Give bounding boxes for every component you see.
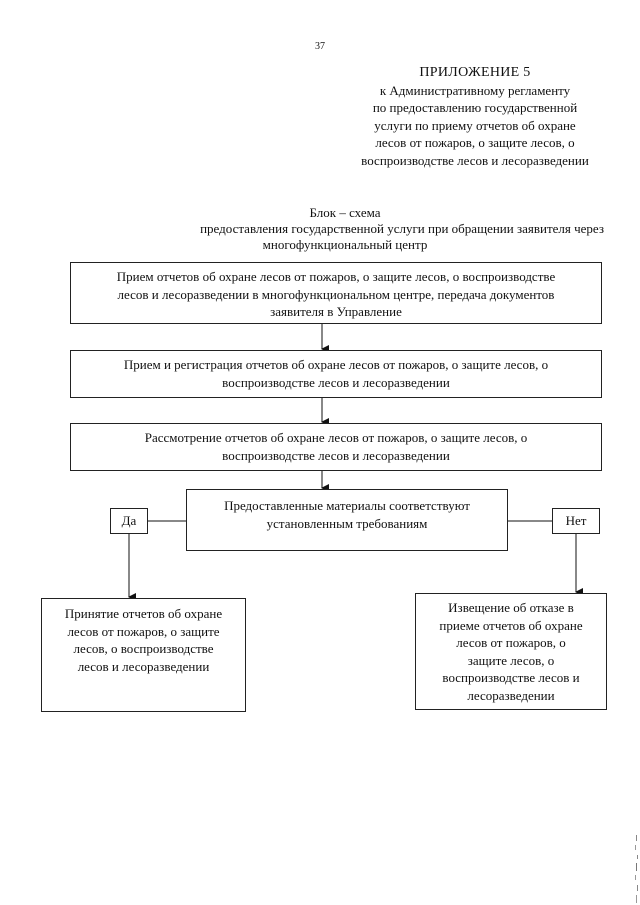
- decision-text-line: установленным требованиям: [266, 515, 428, 531]
- step-text-line: заявителя в Управление: [270, 304, 402, 319]
- step-text-line: Прием отчетов об охране лесов от пожаров…: [116, 269, 556, 284]
- outcome-text-line: лесов и лесоразведении: [77, 658, 210, 674]
- step-text-line: воспроизводстве лесов и лесоразведении: [222, 447, 450, 463]
- scheme-title-line: предоставления государственной услуги пр…: [200, 221, 604, 236]
- step-receive-in-mfc: Прием отчетов об охране лесов от пожаров…: [70, 262, 602, 324]
- outcome-text-line: Извещение об отказе в: [448, 600, 574, 615]
- outcome-text-line: лесов, о воспроизводстве: [73, 641, 214, 656]
- step-text-line: Рассмотрение отчетов об охране лесов от …: [144, 430, 528, 445]
- scheme-title: Блок – схема предоставления государствен…: [80, 205, 610, 253]
- step-text-line: лесов и лесоразведении в многофункционал…: [117, 286, 555, 302]
- scan-edge-mark: [635, 835, 638, 903]
- appendix-line: услуги по приему отчетов об охране: [374, 117, 576, 133]
- outcome-text-line: воспроизводстве лесов и: [442, 670, 580, 685]
- outcome-text-line: лесов от пожаров, о защите: [67, 623, 220, 639]
- outcome-accept: Принятие отчетов об охране лесов от пожа…: [41, 598, 246, 712]
- appendix-line: лесов от пожаров, о защите лесов, о: [375, 135, 575, 150]
- outcome-text-line: лесоразведении: [467, 687, 555, 703]
- outcome-text-line: защите лесов, о: [467, 652, 555, 668]
- step-registration: Прием и регистрация отчетов об охране ле…: [70, 350, 602, 398]
- page-number: 37: [315, 41, 325, 52]
- scheme-title-line: многофункциональный центр: [262, 237, 428, 252]
- decision-text-line: Предоставленные материалы соответствуют: [224, 498, 470, 513]
- step-text-line: Прием и регистрация отчетов об охране ле…: [123, 357, 549, 372]
- decision-box: Предоставленные материалы соответствуют …: [186, 489, 508, 551]
- step-text-line: воспроизводстве лесов и лесоразведении: [222, 374, 450, 390]
- step-review: Рассмотрение отчетов об охране лесов от …: [70, 423, 602, 471]
- appendix-header: ПРИЛОЖЕНИЕ 5 к Административному регламе…: [340, 64, 610, 169]
- decision-yes-label: Да: [110, 508, 148, 534]
- appendix-line: по предоставлению государственной: [372, 100, 578, 115]
- outcome-text-line: Принятие отчетов об охране: [64, 606, 223, 621]
- outcome-text-line: приеме отчетов об охране: [439, 617, 583, 633]
- scheme-title-line: Блок – схема: [309, 205, 381, 220]
- outcome-text-line: лесов от пожаров, о: [456, 635, 566, 650]
- outcome-refusal: Извещение об отказе в приеме отчетов об …: [415, 593, 607, 710]
- appendix-line: воспроизводстве лесов и лесоразведении: [361, 152, 589, 168]
- decision-no-label: Нет: [552, 508, 600, 534]
- appendix-title: ПРИЛОЖЕНИЕ 5: [419, 65, 531, 80]
- appendix-line: к Административному регламенту: [379, 82, 571, 98]
